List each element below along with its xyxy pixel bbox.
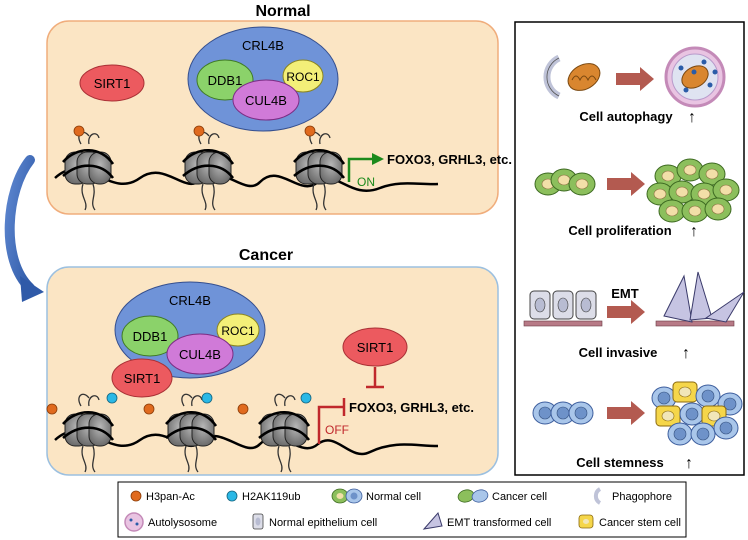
cancer-cell-icon — [658, 199, 686, 223]
legend-label: Cancer cell — [492, 491, 547, 503]
h3pan-ac-dot-icon — [130, 490, 142, 502]
autolysosome-icon — [124, 512, 144, 532]
off-transcription-arrow — [317, 405, 343, 444]
sirt1-free-cancer — [342, 327, 408, 367]
legend-label: EMT transformed cell — [447, 517, 551, 529]
h3pan-ac-mark-icon — [73, 125, 85, 137]
h3pan-ac-mark-icon — [193, 125, 205, 137]
process-arrow-icon — [607, 172, 645, 196]
sirt1-free-normal — [79, 64, 145, 102]
cancer-cell-icon — [676, 158, 704, 182]
cancer-cell-icon — [695, 384, 721, 408]
cancer-cell-icon — [690, 422, 716, 446]
up-arrow-icon: ↑ — [688, 109, 696, 126]
cul4b-label-normal: CUL4B — [245, 93, 287, 108]
off-label: OFF — [325, 423, 349, 437]
h2ak119ub-mark-icon — [201, 392, 213, 404]
transition-arrow — [4, 155, 35, 293]
emt-transformed-cell-icon — [704, 291, 745, 323]
outcome-label: Cell stemness — [576, 455, 663, 470]
on-label: ON — [357, 175, 375, 189]
cul4b-subunit-normal — [232, 79, 300, 121]
proliferation-illustration — [534, 158, 740, 223]
h3pan-ac-mark-icon — [304, 125, 316, 137]
on-arrowhead-icon — [372, 153, 384, 165]
dna-strand-cancer — [54, 430, 439, 456]
mitochondrion-icon — [567, 63, 601, 91]
h3pan-ac-mark-icon — [143, 403, 155, 415]
roc1-subunit-cancer — [216, 313, 260, 347]
emt-transformed-cell-icon — [663, 274, 693, 323]
roc1-label-normal: ROC1 — [286, 70, 320, 84]
cancer-cell-icon — [713, 416, 739, 440]
sirt1-bound-label: SIRT1 — [124, 371, 161, 386]
normal-target-genes: FOXO3, GRHL3, etc. — [387, 152, 512, 167]
emt-transformed-cell-icon — [689, 271, 713, 321]
autophagy-illustration — [543, 46, 726, 108]
phagophore-icon — [593, 487, 602, 505]
ddb1-subunit-cancer — [121, 315, 179, 357]
dna-strand-normal — [54, 168, 439, 192]
crl4b-label-normal: CRL4B — [242, 38, 284, 53]
legend-label: Cancer stem cell — [599, 517, 681, 529]
outcome-label: Cell autophagy — [579, 109, 673, 124]
outcome-label: Cell invasive — [579, 345, 658, 360]
emt-label: EMT — [611, 286, 639, 301]
roc1-label-cancer: ROC1 — [221, 324, 255, 338]
cancer-cell-icon — [679, 402, 705, 426]
process-arrow-icon — [616, 67, 654, 91]
roc1-subunit-normal — [282, 59, 324, 93]
transition-arrowhead-icon — [20, 276, 44, 302]
cul4b-subunit-cancer — [166, 333, 234, 375]
legend-label: Autolysosome — [148, 517, 217, 529]
normal-epithelium-cell-icon — [252, 513, 264, 530]
up-arrow-icon: ↑ — [690, 223, 698, 240]
crl4b-complex-normal: CRL4B DDB1 ROC1 CUL4B — [187, 26, 339, 132]
normal-cell-icon — [568, 401, 594, 425]
h3pan-ac-mark-icon — [46, 403, 58, 415]
sirt1-label-cancer: SIRT1 — [357, 340, 394, 355]
cancer-stem-cell-icon — [672, 381, 698, 403]
sirt1-label-normal: SIRT1 — [94, 76, 131, 91]
normal-epithelium-cell-icon — [575, 290, 597, 320]
legend-label: Phagophore — [612, 491, 672, 503]
ddb1-label-cancer: DDB1 — [133, 329, 168, 344]
cancer-cell-icon — [704, 197, 732, 221]
h2ak119ub-mark-icon — [300, 392, 312, 404]
cancer-cell-icon — [667, 422, 693, 446]
up-arrow-icon: ↑ — [685, 455, 693, 472]
process-arrow-icon — [607, 300, 645, 324]
normal-epithelium-cell-icon — [529, 290, 551, 320]
up-arrow-icon: ↑ — [682, 345, 690, 362]
process-arrow-icon — [607, 401, 645, 425]
legend-label: H2AK119ub — [242, 491, 301, 503]
cancer-target-genes: FOXO3, GRHL3, etc. — [349, 400, 474, 415]
cancer-panel-title: Cancer — [239, 247, 293, 264]
normal-panel-title: Normal — [255, 3, 310, 20]
h2ak119ub-mark-icon — [106, 392, 118, 404]
h3pan-ac-mark-icon — [237, 403, 249, 415]
normal-cell-icon — [568, 172, 596, 196]
crl4b-label-cancer: CRL4B — [169, 293, 211, 308]
crl4b-complex-cancer: CRL4B DDB1 ROC1 CUL4B SIRT1 — [111, 281, 266, 398]
cancer-cell-icon — [457, 489, 489, 503]
cul4b-label-cancer: CUL4B — [179, 347, 221, 362]
ddb1-label-normal: DDB1 — [208, 73, 243, 88]
on-transcription-arrow — [347, 157, 372, 182]
normal-cell-icon — [331, 488, 363, 504]
basement-membrane — [523, 320, 603, 327]
outcome-label: Cell proliferation — [568, 223, 671, 238]
stemness-illustration — [532, 381, 743, 446]
emt-transformed-cell-icon — [422, 511, 443, 530]
legend-label: H3pan-Ac — [146, 491, 195, 503]
cancer-stem-cell-icon — [578, 514, 594, 529]
legend-label: Normal cell — [366, 491, 421, 503]
sirt1-bound-cancer — [111, 358, 173, 398]
normal-epithelium-cell-icon — [552, 290, 574, 320]
invasion-illustration: EMT — [523, 271, 745, 327]
h2ak119ub-dot-icon — [226, 490, 238, 502]
legend-label: Normal epithelium cell — [269, 517, 377, 529]
cancer-cell-icon — [681, 199, 709, 223]
